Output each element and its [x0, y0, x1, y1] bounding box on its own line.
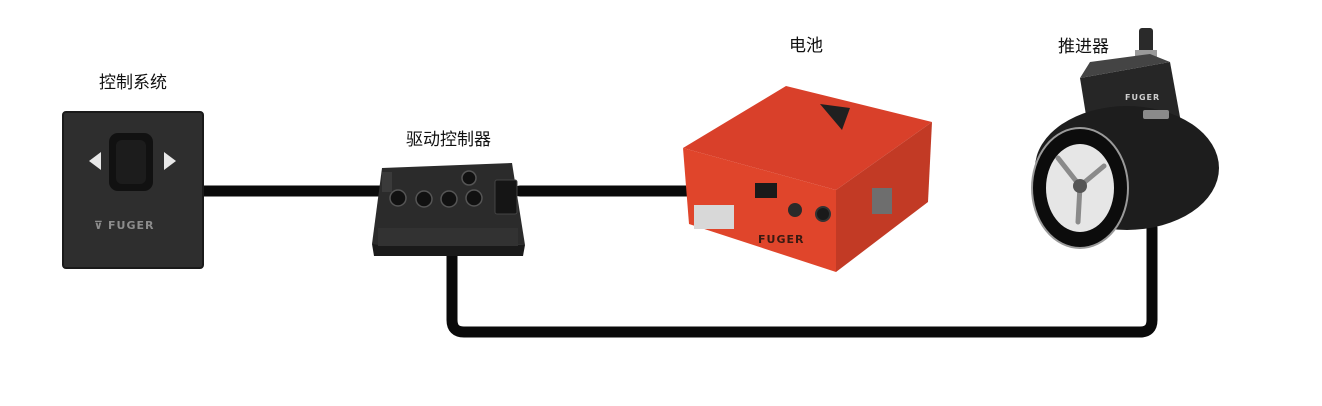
battery-label: 电池: [789, 36, 823, 56]
motor-controller: [372, 163, 525, 256]
control-panel-logo: ⊽: [94, 219, 104, 232]
thruster-brand: FUGER: [1125, 93, 1160, 102]
battery-top-logo: [820, 104, 850, 130]
battery-brand: FUGER: [758, 233, 804, 246]
cable-driver-to-thruster: [446, 222, 1158, 338]
thruster-label: 推进器: [1058, 37, 1109, 57]
cables: [194, 185, 1158, 338]
arrow-right-icon: [164, 152, 176, 170]
motor-controller-label: 驱动控制器: [406, 130, 491, 150]
battery: FUGER: [683, 86, 932, 272]
thruster: FUGER: [1031, 28, 1219, 249]
controller-connector: [494, 179, 518, 215]
control-system-label: 控制系统: [99, 73, 167, 93]
arrow-left-icon: [89, 152, 101, 170]
control-panel-brand: FUGER: [108, 219, 154, 232]
control-panel: ⊽ FUGER: [62, 111, 204, 269]
